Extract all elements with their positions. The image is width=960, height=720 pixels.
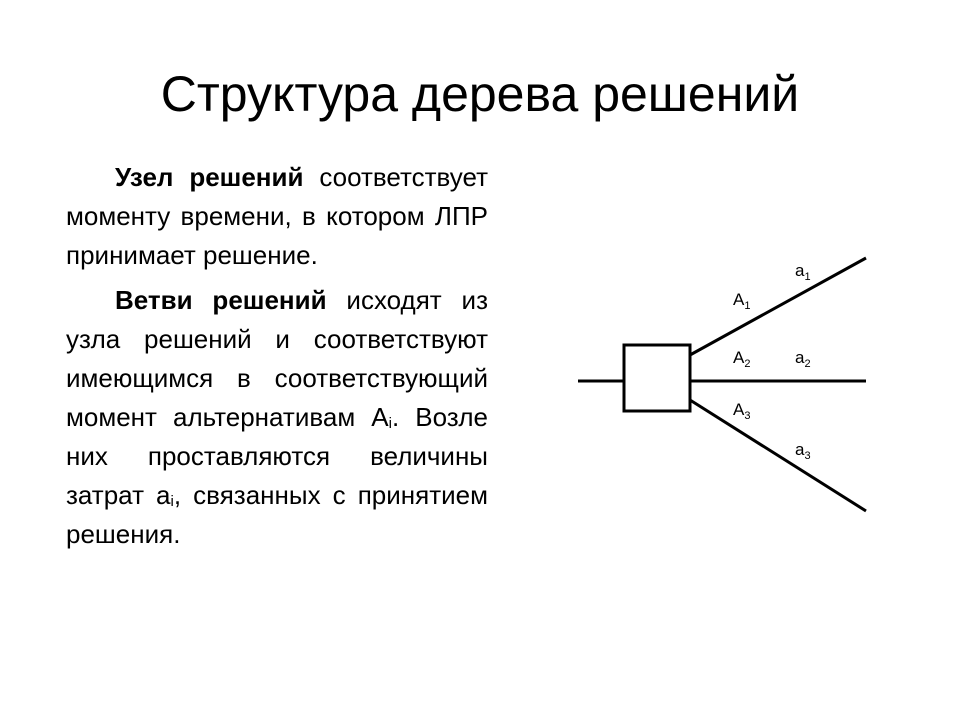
cost-label-a3: a3 <box>795 440 811 462</box>
branch-line-1 <box>689 256 867 357</box>
branch-label-A3: A3 <box>733 400 750 422</box>
branch-line-3 <box>689 398 867 513</box>
subscript-cost: i <box>170 493 174 510</box>
decision-node-square <box>622 343 692 413</box>
paragraph-text-part-a: исходят из узла решений и соответствуют … <box>66 285 489 432</box>
cost-label-a1: a1 <box>795 261 811 283</box>
cost-label-a2: a2 <box>795 348 811 370</box>
paragraph-decision-node-text: соответствует моменту времени, в котором… <box>66 162 488 270</box>
paragraph-decision-branches: Ветви решений исходят из узла решений и … <box>66 281 488 554</box>
text-block: Узел решений соответствует моменту време… <box>66 158 488 554</box>
paragraph-text-part-b: . Возле них проставляются величины затра… <box>66 402 488 510</box>
paragraph-text-part-c: , связанных с принятием решения. <box>66 480 488 549</box>
term-decision-branches: Ветви решений <box>115 285 327 315</box>
subscript-alternative: i <box>388 415 392 432</box>
term-decision-node: Узел решений <box>115 162 304 192</box>
branch-label-A2: A2 <box>733 348 750 370</box>
branch-label-A1: A1 <box>733 290 750 312</box>
slide-title: Структура дерева решений <box>160 66 800 122</box>
decision-tree-diagram: A1 A2 A3 a1 a2 a3 <box>578 256 867 513</box>
paragraph-decision-node: Узел решений соответствует моменту време… <box>66 158 488 275</box>
